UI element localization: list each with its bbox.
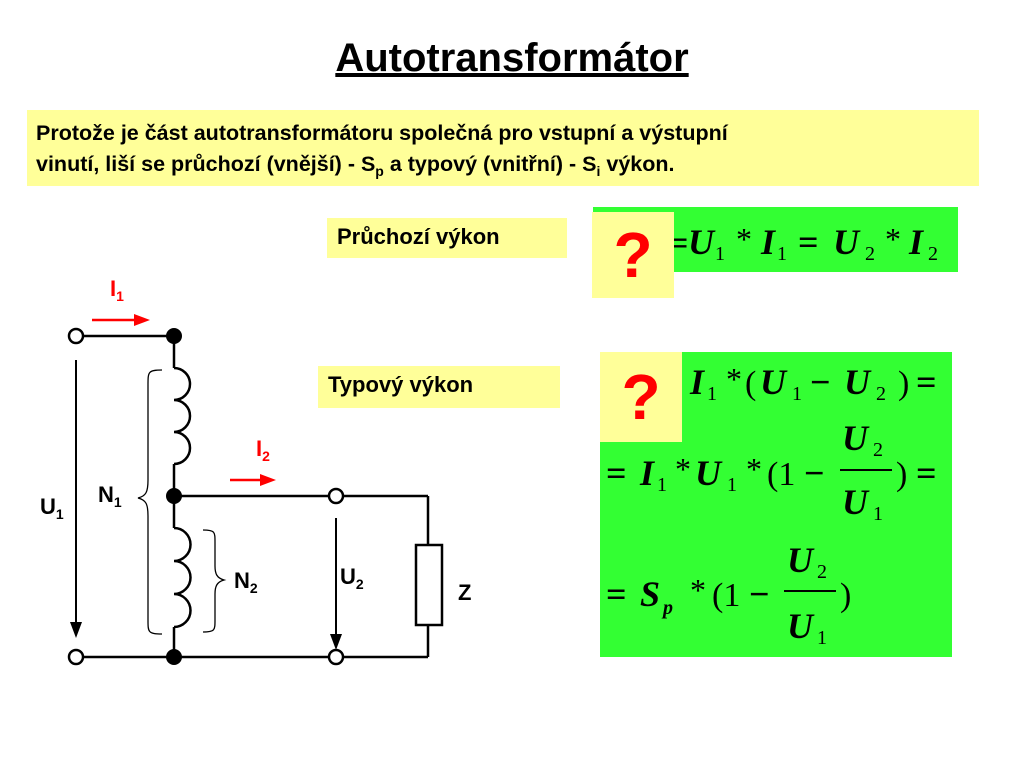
label-u2: U2 — [340, 564, 364, 592]
svg-text:p: p — [661, 597, 673, 619]
formula-typovy-svg: I 1 * ( U 1 − U 2 ) = = I 1 * U 1 * (1 −… — [606, 361, 937, 649]
svg-text:=: = — [606, 574, 627, 614]
svg-text:*: * — [885, 221, 901, 257]
svg-text:−: − — [749, 574, 770, 614]
svg-text:): ) — [896, 456, 907, 493]
svg-text:U: U — [787, 606, 815, 646]
u1-arrow-head — [70, 622, 82, 638]
label-i2: I2 — [256, 436, 270, 464]
intro-line-2: vinutí, liší se průchozí (vnější) - Sp a… — [36, 152, 675, 179]
svg-text:U: U — [695, 453, 723, 493]
svg-text:=: = — [916, 453, 937, 493]
svg-text:U: U — [844, 362, 872, 402]
question-mark-1: ? — [592, 212, 674, 298]
svg-text:I: I — [760, 222, 777, 262]
terminal-out-bottom — [327, 648, 345, 666]
label-u1: U1 — [40, 494, 64, 522]
terminal-in-top — [67, 327, 85, 345]
svg-text:*: * — [690, 572, 706, 608]
svg-text:2: 2 — [876, 383, 886, 405]
label-n2: N2 — [234, 568, 258, 596]
svg-text:(1: (1 — [767, 456, 795, 493]
intro-line-1: Protože je část autotransformátoru spole… — [36, 121, 728, 145]
svg-text:2: 2 — [873, 439, 883, 461]
svg-text:−: − — [804, 453, 825, 493]
autotransformer-circuit: I1 I2 U1 N1 N2 U2 Z — [40, 276, 471, 666]
svg-text:1: 1 — [657, 474, 667, 496]
i2-arrow-head — [260, 474, 276, 486]
label-z: Z — [458, 580, 471, 605]
svg-text:U: U — [760, 362, 788, 402]
svg-text:−: − — [810, 362, 831, 402]
load-z-resistor — [414, 543, 444, 627]
svg-text:1: 1 — [727, 474, 737, 496]
label-i1: I1 — [110, 276, 124, 304]
svg-text:): ) — [840, 577, 851, 614]
svg-text:): ) — [898, 365, 909, 402]
terminal-out-top — [327, 487, 345, 505]
svg-text:I: I — [689, 362, 706, 402]
svg-text:1: 1 — [873, 503, 883, 525]
svg-text:1: 1 — [777, 243, 787, 265]
svg-text:U: U — [842, 418, 870, 458]
terminal-in-bottom — [67, 648, 85, 666]
svg-text:(: ( — [745, 365, 756, 402]
svg-text:U: U — [842, 482, 870, 522]
svg-text:1: 1 — [707, 383, 717, 405]
brace-n2 — [202, 529, 227, 633]
svg-text:=: = — [798, 222, 819, 262]
u2-arrow-head — [330, 634, 342, 650]
typovy-label: Typový výkon — [318, 366, 560, 408]
svg-text:U: U — [787, 540, 815, 580]
svg-text:(1: (1 — [712, 577, 740, 614]
pruchozi-label: Průchozí výkon — [327, 218, 567, 258]
svg-text:*: * — [726, 361, 742, 397]
page-title: Autotransformátor — [335, 36, 689, 80]
intro-text: Protože je část autotransformátoru spole… — [27, 110, 979, 186]
svg-text:2: 2 — [928, 243, 938, 265]
i1-arrow-head — [134, 314, 150, 326]
svg-text:S: S — [640, 574, 660, 614]
svg-text:*: * — [746, 451, 762, 487]
junction-mid — [166, 488, 182, 504]
brace-n1 — [137, 369, 163, 635]
junction-bottom — [166, 649, 182, 665]
svg-text:1: 1 — [817, 627, 827, 649]
svg-text:1: 1 — [715, 243, 725, 265]
svg-text:*: * — [675, 451, 691, 487]
coil-upper — [173, 366, 192, 466]
svg-text:2: 2 — [817, 561, 827, 583]
svg-text:1: 1 — [792, 383, 802, 405]
svg-text:U: U — [833, 222, 861, 262]
svg-text:U: U — [688, 222, 716, 262]
coil-lower — [173, 526, 192, 629]
label-n1: N1 — [98, 482, 122, 510]
question-mark-2: ? — [600, 352, 682, 442]
svg-text:2: 2 — [865, 243, 875, 265]
junction-top — [166, 328, 182, 344]
svg-text:=: = — [916, 362, 937, 402]
svg-text:I: I — [639, 453, 656, 493]
svg-text:*: * — [736, 221, 752, 257]
svg-text:I: I — [908, 222, 925, 262]
svg-text:=: = — [606, 453, 627, 493]
